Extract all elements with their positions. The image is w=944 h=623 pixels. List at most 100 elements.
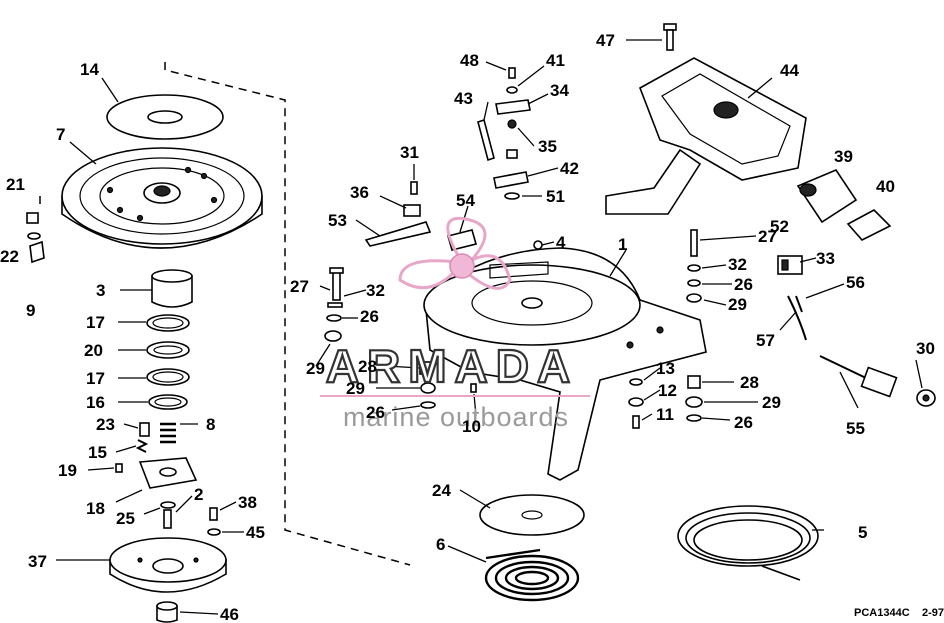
watermark-brand: ARMADA — [326, 340, 578, 392]
part-54-lever — [447, 229, 477, 251]
part-23-pin — [139, 422, 150, 437]
part-32-washer-right — [687, 264, 701, 272]
callout-26-right: 26 — [734, 275, 753, 294]
part-57-clip — [795, 295, 803, 313]
part-29-grommet-left — [324, 330, 342, 342]
callout-11: 11 — [656, 405, 674, 424]
part-31-screw — [410, 181, 418, 195]
callout-26-mid: 26 — [366, 403, 385, 422]
part-26-washer-left — [326, 314, 342, 322]
callout-26-left: 26 — [360, 307, 379, 326]
callout-41: 41 — [546, 51, 565, 70]
callout-23: 23 — [96, 415, 115, 434]
part-1-starter-housing — [423, 247, 707, 481]
callout-9: 9 — [26, 301, 35, 320]
part-7-flywheel — [61, 147, 263, 249]
callout-17-upper: 17 — [86, 313, 105, 332]
callout-17-lower: 17 — [86, 369, 105, 388]
watermark-logo: ARMADA marine outboards — [320, 216, 590, 432]
callout-3: 3 — [96, 281, 105, 300]
part-34-lever — [495, 99, 531, 115]
part-16-ring — [148, 394, 188, 410]
callout-47: 47 — [596, 31, 615, 50]
callout-45: 45 — [246, 523, 265, 542]
callout-26-right-lower: 26 — [734, 413, 753, 432]
part-43-bolt — [477, 118, 495, 162]
callout-44: 44 — [780, 61, 799, 80]
callout-43: 43 — [454, 89, 473, 108]
callout-54: 54 — [456, 191, 475, 210]
callout-32-left: 32 — [366, 281, 385, 300]
part-42-link — [493, 171, 529, 189]
part-4-nut — [533, 240, 543, 250]
callout-7: 7 — [56, 125, 65, 144]
part-20-wave-washer — [146, 341, 190, 359]
callout-25: 25 — [116, 509, 135, 528]
callout-6: 6 — [436, 535, 445, 554]
callout-37: 37 — [28, 552, 47, 571]
part-8-spring — [160, 422, 176, 444]
callout-24: 24 — [432, 481, 451, 500]
part-46-bushing — [156, 601, 178, 623]
callout-52: 52 — [770, 217, 789, 236]
callout-51: 51 — [546, 187, 565, 206]
figure-code: PCA1344C — [854, 607, 910, 619]
part-26-washer-right-lower — [686, 414, 702, 422]
callout-5: 5 — [858, 523, 867, 542]
callout-40: 40 — [876, 177, 895, 196]
part-5-rope — [677, 505, 819, 581]
part-27-bolt-left — [329, 267, 344, 301]
callout-36: 36 — [350, 183, 369, 202]
part-47-bolt — [663, 23, 677, 51]
part-17-ring-lower — [146, 368, 190, 386]
part-10-screw — [470, 383, 477, 393]
part-56-wire — [787, 295, 807, 341]
part-29-grommet-right — [686, 293, 702, 303]
part-18-pawl-plate — [138, 457, 198, 489]
part-44-handle-housing — [605, 57, 807, 215]
callout-4: 4 — [556, 233, 566, 252]
callout-38: 38 — [238, 493, 257, 512]
callout-57: 57 — [756, 331, 775, 350]
part-26-washer-mid — [420, 401, 436, 409]
part-48-screw — [508, 67, 516, 79]
part-41-washer — [506, 86, 518, 94]
callout-53: 53 — [328, 211, 347, 230]
part-6-rewind-spring — [484, 548, 580, 602]
part-55-harness — [819, 355, 898, 398]
part-53-lever — [364, 221, 432, 247]
part-29-grommet-mid — [420, 382, 436, 394]
callout-31: 31 — [400, 143, 419, 162]
part-12-grommet — [628, 397, 644, 407]
assembly-line-left — [164, 62, 411, 566]
part-9-clip — [29, 240, 45, 264]
part-28-bushing-right — [687, 375, 701, 389]
part-45-washer — [207, 528, 221, 536]
callout-16: 16 — [86, 393, 105, 412]
callout-15: 15 — [88, 443, 107, 462]
callout-56: 56 — [846, 273, 865, 292]
part-3-bushing — [151, 269, 193, 308]
part-36-clip — [403, 204, 421, 217]
callout-42: 42 — [560, 159, 579, 178]
callout-39: 39 — [834, 147, 853, 166]
part-51-washer — [504, 192, 520, 200]
callout-21: 21 — [6, 175, 25, 194]
callout-27-left: 27 — [290, 277, 309, 296]
callout-28-right: 28 — [740, 373, 759, 392]
watermark-tagline: marine outboards — [343, 402, 569, 432]
callout-48: 48 — [460, 51, 479, 70]
callout-12: 12 — [658, 381, 677, 400]
part-13-washer — [629, 378, 643, 386]
part-29-grommet-right-lower — [685, 396, 703, 408]
callout-27-right: 27 — [758, 227, 777, 246]
callout-55: 55 — [846, 419, 865, 438]
part-11-screw — [632, 415, 640, 429]
part-38-screw — [209, 507, 218, 521]
part-14-washer — [106, 94, 224, 140]
part-19-pin — [115, 463, 123, 473]
callout-35: 35 — [538, 137, 557, 156]
callout-29-left: 29 — [306, 359, 325, 378]
callout-2: 2 — [194, 485, 203, 504]
